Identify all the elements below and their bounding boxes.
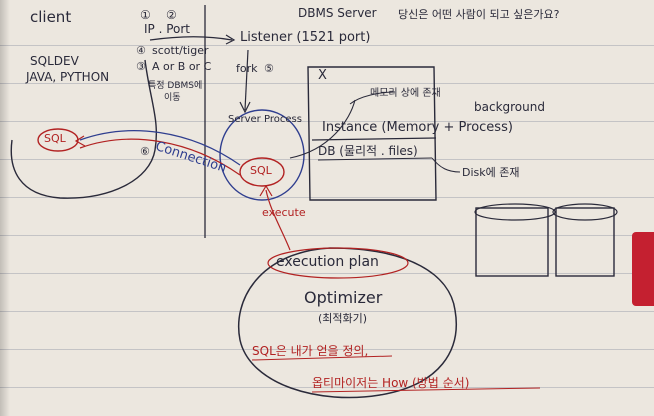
client-sql-label: SQL (44, 132, 66, 145)
server-process-label: Server Process (228, 114, 302, 125)
step-3-marker: ③ (136, 60, 146, 73)
auth-options-label: A or B or C (152, 60, 212, 73)
optimizer-how-note: 옵티마이저는 How (방법 순서) (312, 376, 470, 390)
execute-label: execute (262, 206, 306, 219)
instance-label: Instance (Memory + Process) (322, 120, 513, 135)
disk-exists-label: Disk에 존재 (462, 166, 520, 179)
binding-shadow (0, 0, 10, 416)
step-5-marker: ⑤ (264, 62, 274, 75)
step-4-marker: ④ (136, 44, 146, 57)
optimizer-subtitle: (최적화기) (318, 312, 368, 325)
question-text: 당신은 어떤 사람이 되고 싶은가요? (398, 8, 560, 21)
memory-exists-label: 메모리 상에 존재 (370, 88, 441, 99)
step-6-marker: ⑥ (140, 145, 150, 158)
server-sql-label: SQL (250, 164, 272, 177)
x-mark: X (318, 68, 327, 83)
sql-meaning-note: SQL은 내가 얻을 정의, (252, 344, 369, 358)
java-python-label: JAVA, PYTHON (26, 70, 110, 84)
scott-tiger-label: scott/tiger (152, 44, 209, 57)
dbms-name-label: 특정 DBMS에 (148, 81, 203, 91)
move-label: 이동 (164, 93, 181, 103)
step-2-marker: ② (166, 8, 177, 22)
page-tab[interactable] (632, 232, 654, 306)
sqldev-label: SQLDEV (30, 54, 79, 68)
execution-plan-label: execution plan (276, 254, 379, 270)
client-label: client (30, 8, 72, 26)
fork-label: fork (236, 62, 258, 75)
dbms-server-title: DBMS Server (298, 6, 377, 20)
ip-port-label: IP . Port (144, 22, 191, 36)
optimizer-title: Optimizer (304, 288, 383, 307)
step-1-marker: ① (140, 8, 151, 22)
db-files-label: DB (물리적 . files) (318, 144, 418, 158)
listener-label: Listener (1521 port) (240, 30, 371, 45)
background-label: background (474, 100, 545, 114)
